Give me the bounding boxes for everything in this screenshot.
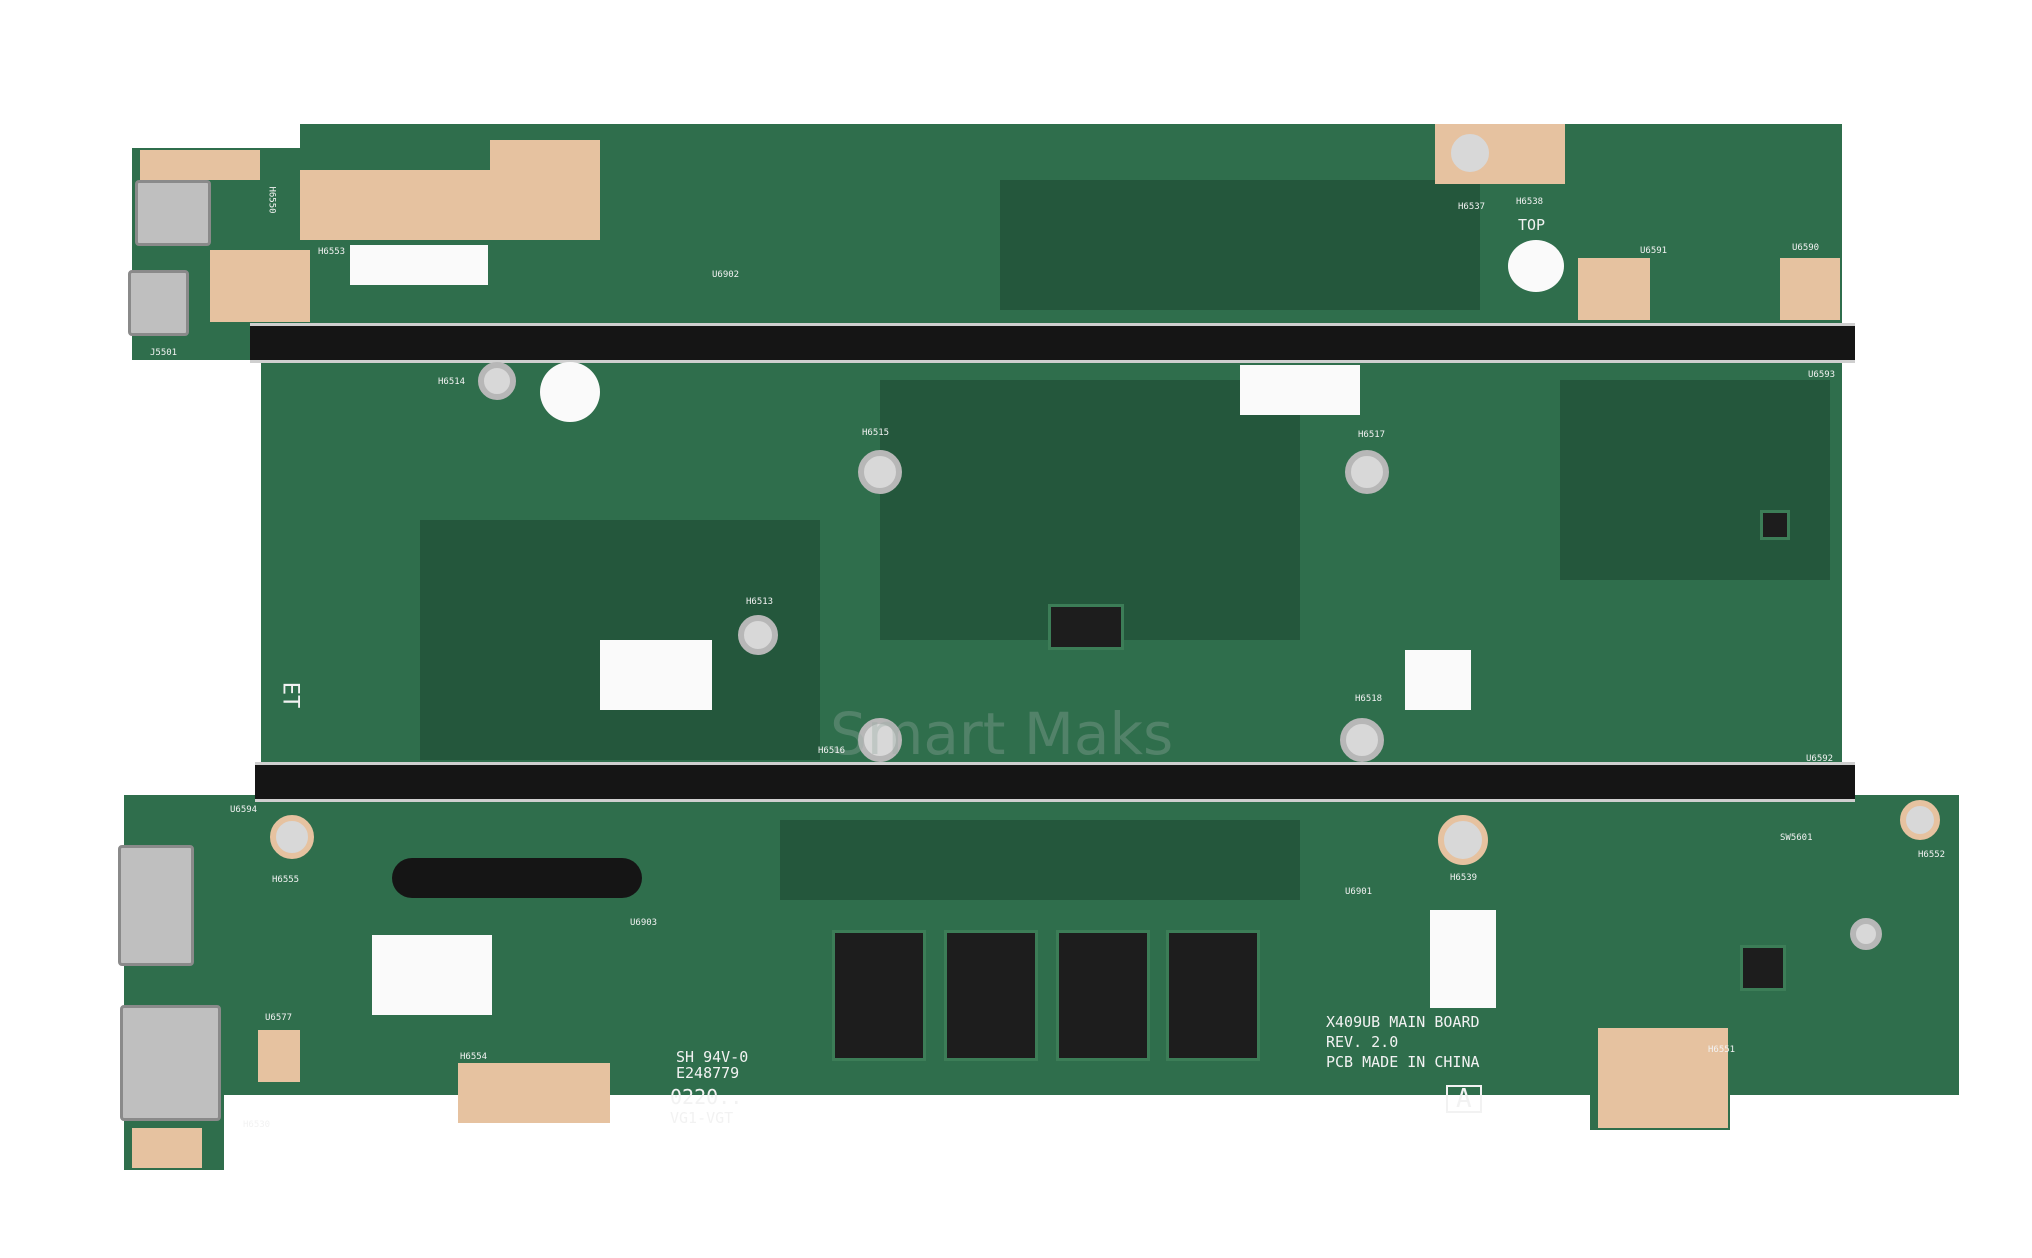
refdes-label: H6554 xyxy=(460,1052,488,1062)
refdes-label: U6592 xyxy=(1806,754,1834,764)
ground-region xyxy=(1560,380,1830,580)
refdes-label: H6550 xyxy=(266,186,277,214)
blank-label xyxy=(1405,650,1471,710)
refdes-label: U6594 xyxy=(230,805,258,815)
refdes-label: SW5601 xyxy=(1780,833,1813,843)
copper-pad xyxy=(490,140,600,240)
usb-c-port xyxy=(128,270,189,336)
copper-pad xyxy=(132,1128,202,1168)
mounting-hole xyxy=(1345,450,1389,494)
refdes-label: H6555 xyxy=(272,875,300,885)
refdes-label: H6513 xyxy=(746,597,774,607)
ul-code: SH 94V-0 xyxy=(676,1048,749,1066)
ic-chip xyxy=(1760,510,1790,540)
blank-label xyxy=(350,245,488,285)
ground-region xyxy=(780,820,1300,900)
ic-chip xyxy=(1740,945,1786,991)
copper-pad xyxy=(300,170,490,240)
refdes-label: U6593 xyxy=(1808,370,1836,380)
top-marker: TOP xyxy=(1518,216,1546,234)
mounting-hole xyxy=(1340,718,1384,762)
refdes-label: H6552 xyxy=(1918,850,1946,860)
refdes-label: U6590 xyxy=(1792,243,1820,253)
blank-label xyxy=(372,935,492,1015)
mounting-hole xyxy=(858,718,902,762)
blank-label xyxy=(1430,910,1496,1008)
refdes-label: H6551 xyxy=(1708,1045,1736,1055)
mounting-hole xyxy=(1438,815,1488,865)
audio-jack xyxy=(135,180,211,246)
corner-mark: ET xyxy=(277,681,303,709)
date-code: 0220.. xyxy=(670,1085,743,1109)
ram-chip xyxy=(1056,930,1150,1061)
mounting-hole xyxy=(1900,800,1940,840)
copper-pad xyxy=(1598,1028,1728,1128)
thermal-strip-bottom xyxy=(255,762,1855,802)
refdes-label: H6538 xyxy=(1516,197,1544,207)
side-marker: A xyxy=(1446,1085,1482,1113)
board-model-text: X409UB MAIN BOARD xyxy=(1326,1013,1480,1031)
thermal-strip-top xyxy=(250,323,1855,363)
refdes-label: U6591 xyxy=(1640,246,1668,256)
refdes-label: U6903 xyxy=(630,918,658,928)
copper-pad xyxy=(210,250,310,322)
ram-chip xyxy=(944,930,1038,1061)
refdes-label: H6553 xyxy=(318,247,346,257)
blank-label xyxy=(540,362,600,422)
mounting-hole xyxy=(738,615,778,655)
board-origin-text: PCB MADE IN CHINA xyxy=(1326,1053,1480,1071)
refdes-label: U6901 xyxy=(1345,887,1373,897)
watermark: Smart Maks xyxy=(830,700,1174,768)
ram-chip xyxy=(832,930,926,1061)
refdes-label: H6516 xyxy=(818,746,846,756)
hdmi-port xyxy=(118,845,194,966)
ground-region xyxy=(1000,180,1480,310)
blank-label xyxy=(1508,240,1564,292)
refdes-label: U6577 xyxy=(265,1013,293,1023)
ul-file: E248779 xyxy=(676,1064,740,1082)
refdes-label: H6539 xyxy=(1450,873,1478,883)
refdes-label: H6518 xyxy=(1355,694,1383,704)
ram-chip xyxy=(1166,930,1260,1061)
copper-pad xyxy=(140,150,260,180)
obscured-logo xyxy=(392,858,642,898)
copper-pad xyxy=(1780,258,1840,320)
blank-label xyxy=(600,640,712,710)
refdes-label: H6517 xyxy=(1358,430,1386,440)
mounting-hole xyxy=(1850,918,1882,950)
board-revision-text: REV. 2.0 xyxy=(1326,1033,1399,1051)
refdes-label: H6515 xyxy=(862,428,890,438)
copper-pad xyxy=(258,1030,300,1082)
copper-pad xyxy=(1578,258,1650,320)
mounting-hole xyxy=(1445,128,1495,178)
refdes-label: J5501 xyxy=(150,348,178,358)
vendor-code: VG1-VGT xyxy=(670,1109,734,1127)
refdes-label: H6537 xyxy=(1458,202,1486,212)
refdes-label: H6514 xyxy=(438,377,466,387)
usb-a-port xyxy=(120,1005,221,1121)
mounting-hole xyxy=(270,815,314,859)
mounting-hole xyxy=(858,450,902,494)
ic-chip xyxy=(1048,604,1124,650)
refdes-label: U6902 xyxy=(712,270,740,280)
copper-pad xyxy=(458,1063,610,1123)
ground-region xyxy=(880,380,1300,640)
blank-label xyxy=(1240,365,1360,415)
mounting-hole xyxy=(478,362,516,400)
refdes-label: H6530 xyxy=(243,1120,271,1130)
